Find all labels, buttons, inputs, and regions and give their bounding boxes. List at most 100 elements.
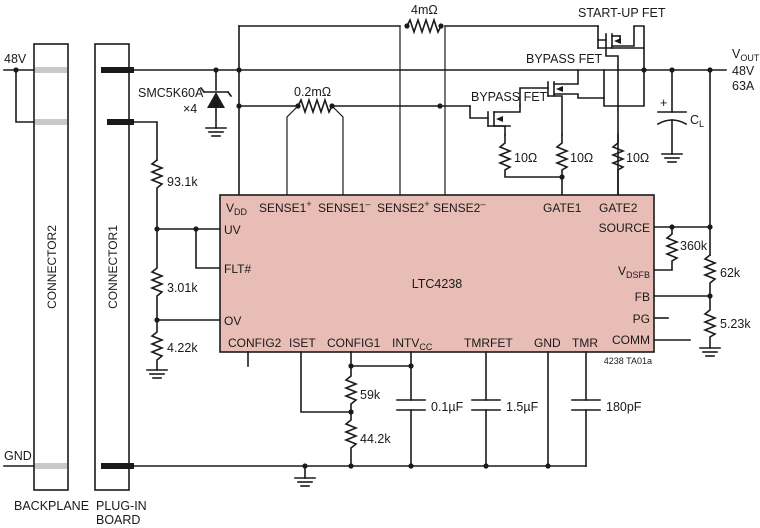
backplane-wiring: 48V GND BACKPLANE PLUG-IN BOARD xyxy=(3,52,147,527)
pin-tmr: TMR xyxy=(572,336,598,350)
pin-tmrfet: TMRFET xyxy=(464,336,513,350)
cl-main: C xyxy=(690,113,699,127)
gate-resistor-b-label: 10Ω xyxy=(570,151,593,165)
pin-comm: COMM xyxy=(612,333,650,347)
ltc4238-chip: LTC4238 VDD SENSE1+ SENSE1– SENSE2+ SENS… xyxy=(219,194,655,353)
pin-pg: PG xyxy=(633,312,650,326)
chip-name: LTC4238 xyxy=(412,277,463,291)
vout-label: VOUT xyxy=(732,47,760,63)
pin-ov: OV xyxy=(224,314,241,328)
r-360k-label: 360k xyxy=(680,239,708,253)
output-capacitor: + CL xyxy=(656,69,704,163)
gate-resistor-c: 10Ω xyxy=(610,133,649,196)
vout-current: 63A xyxy=(732,79,755,93)
connector1-contact-uv xyxy=(107,119,134,125)
sense-resistor-4mohm-label: 4mΩ xyxy=(411,3,438,17)
r-59k-label: 59k xyxy=(360,388,381,402)
cap-plus-label: + xyxy=(660,96,667,110)
r-62k-label: 62k xyxy=(720,266,741,280)
pin-sense1p: SENSE1+ xyxy=(259,199,312,215)
pin-gnd: GND xyxy=(534,336,561,350)
r-422k-label: 4.22k xyxy=(167,341,198,355)
pin-intvcc-sub: CC xyxy=(419,342,432,352)
c-180pf-label: 180pF xyxy=(606,400,642,414)
sense-resistor-0p2mohm-label: 0.2mΩ xyxy=(294,85,331,99)
tvs-part-label: SMC5K60A xyxy=(138,86,204,100)
cl-label: CL xyxy=(690,113,704,129)
connector1: CONNECTOR1 xyxy=(94,43,134,491)
pin-gate2: GATE2 xyxy=(599,201,638,215)
pin-vdsfb: VDSFB xyxy=(618,264,650,280)
gate-resistor-a-label: 10Ω xyxy=(514,151,537,165)
connector1-contact-gnd xyxy=(101,463,134,469)
uv-ov-divider: 93.1k 3.01k 4.22k xyxy=(133,121,221,379)
pin-iset: ISET xyxy=(289,336,316,350)
pin-uv: UV xyxy=(224,223,241,237)
plugin-board-label-line2: BOARD xyxy=(96,513,140,527)
gate-resistor-b: 10Ω xyxy=(554,134,593,196)
connector2-contact-gnd xyxy=(35,463,67,469)
vout-sub: OUT xyxy=(740,53,760,63)
pin-vdd: VDD xyxy=(226,201,248,217)
sense-resistor-0p2mohm: 0.2mΩ xyxy=(286,85,344,195)
pin-fb: FB xyxy=(635,290,650,304)
pin-config1: CONFIG1 xyxy=(327,336,381,350)
startup-fet: START-UP FET xyxy=(578,6,666,196)
bypass-fet-1: BYPASS FET xyxy=(469,90,548,136)
chip-body xyxy=(219,194,655,353)
tvs-diode: SMC5K60A ×4 xyxy=(138,69,233,137)
pin-vdd-sub: DD xyxy=(234,207,247,217)
pin-sense2m-sup: – xyxy=(480,199,485,209)
pin-intvcc-main: INTV xyxy=(392,336,419,350)
gnd-label: GND xyxy=(4,449,32,463)
startup-fet-label: START-UP FET xyxy=(578,6,666,20)
backplane-label: BACKPLANE xyxy=(14,499,89,513)
r-301k-label: 3.01k xyxy=(167,281,198,295)
right-feedback-network: 360k 62k 5.23k xyxy=(653,69,751,357)
c-15uf-label: 1.5µF xyxy=(506,400,539,414)
plugin-board-label-line1: PLUG-IN xyxy=(96,499,147,513)
pin-sense2p-main: SENSE2 xyxy=(377,201,425,215)
bypass-fet-2: BYPASS FET xyxy=(519,52,645,136)
pin-sense1m: SENSE1– xyxy=(318,199,370,215)
tvs-qty-label: ×4 xyxy=(183,102,197,116)
bottom-network: 59k 44.2k 0.1µF 1.5µF 180pF xyxy=(133,351,642,487)
r-523k-label: 5.23k xyxy=(720,317,751,331)
pin-source: SOURCE xyxy=(599,221,650,235)
vout-main: V xyxy=(732,47,741,61)
pin-sense2p: SENSE2+ xyxy=(377,199,430,215)
figure-id: 4238 TA01a xyxy=(604,356,652,366)
pin-config2: CONFIG2 xyxy=(228,336,282,350)
pin-sense1p-main: SENSE1 xyxy=(259,201,307,215)
power-rail xyxy=(133,25,727,196)
pin-sense2m-main: SENSE2 xyxy=(433,201,481,215)
cl-sub: L xyxy=(699,119,704,129)
pin-vdsfb-main: V xyxy=(618,264,626,278)
pin-intvcc: INTVCC xyxy=(392,336,433,352)
pin-sense2p-sup: + xyxy=(424,199,429,209)
pin-sense1m-main: SENSE1 xyxy=(318,201,366,215)
pin-gate1: GATE1 xyxy=(543,201,582,215)
pin-sense1m-sup: – xyxy=(365,199,370,209)
pin-sense1p-sup: + xyxy=(306,199,311,209)
vout-voltage: 48V xyxy=(732,64,755,78)
bypass-fet-2-label: BYPASS FET xyxy=(526,52,603,66)
gate-resistor-a: 10Ω xyxy=(497,134,563,178)
connector2: CONNECTOR2 xyxy=(33,43,69,491)
r-442k-label: 44.2k xyxy=(360,432,391,446)
r-931k-label: 93.1k xyxy=(167,175,198,189)
sense-resistor-4mohm: 4mΩ xyxy=(399,3,446,195)
pin-vdsfb-sub: DSFB xyxy=(626,270,650,280)
vout-labels: VOUT 48V 63A xyxy=(732,47,760,93)
connector2-label: CONNECTOR2 xyxy=(45,225,59,309)
bypass-fet-1-label: BYPASS FET xyxy=(471,90,548,104)
connector1-contact-48v xyxy=(101,67,134,73)
c-01uf-label: 0.1µF xyxy=(431,400,464,414)
connector2-contact-48v xyxy=(35,67,67,73)
connector1-label: CONNECTOR1 xyxy=(106,225,120,309)
pin-flt: FLT# xyxy=(224,262,251,276)
gate-resistor-c-label: 10Ω xyxy=(626,151,649,165)
pin-vdd-main: V xyxy=(226,201,234,215)
pin-sense2m: SENSE2– xyxy=(433,199,485,215)
